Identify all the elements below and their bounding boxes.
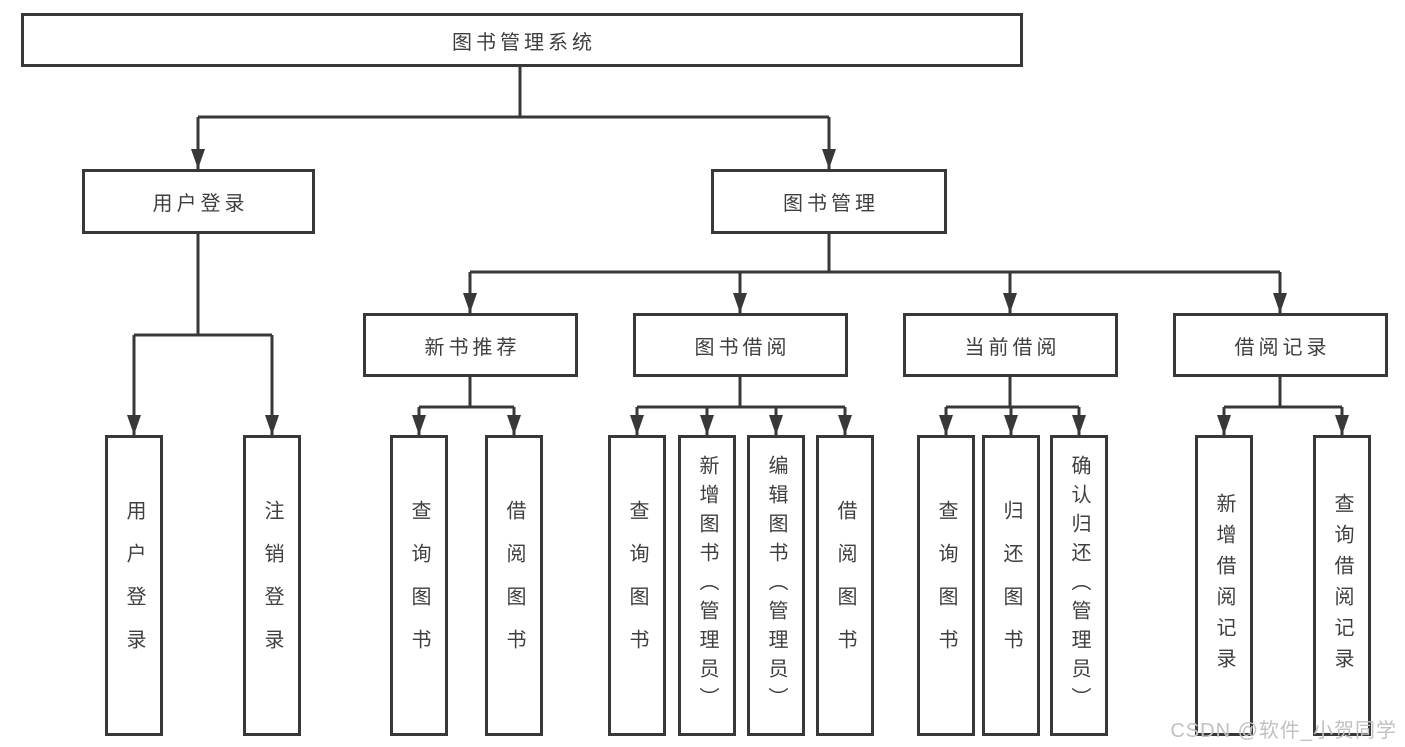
node-new-book-recommendation: 新书推荐 [363,313,578,377]
node-borrowing-records: 借阅记录 [1173,313,1388,377]
leaf-label-borrow-books-borrowing: 借阅图书 [834,499,856,672]
leaf-query-borrow-record: 查询借阅记录 [1313,435,1371,736]
leaf-borrow-books-newrec: 借阅图书 [485,435,543,736]
leaf-edit-books-admin: 编辑图书（管理员） [747,435,805,736]
stem-newbookrec-to-leaves [419,377,514,409]
leaf-label-borrow-books-newrec: 借阅图书 [503,499,525,672]
node-label-new-book-recommendation: 新书推荐 [424,336,521,359]
node-label-root: 图书管理系统 [452,31,596,54]
leaf-logout: 注销登录 [243,435,301,736]
leaf-label-query-borrow-record: 查询借阅记录 [1331,492,1353,679]
leaf-label-edit-books-admin: 编辑图书（管理员） [765,455,787,716]
leaf-query-books-borrowing: 查询图书 [608,435,666,736]
node-label-borrowing-records: 借阅记录 [1234,336,1331,359]
stem-currentborrow-to-leaves [946,377,1079,409]
node-library-management-system: 图书管理系统 [21,13,1023,67]
node-book-borrowing: 图书借阅 [633,313,848,377]
stem-bookmgmt-to-level3 [470,234,1280,274]
node-user-login: 用户登录 [82,169,315,234]
leaf-label-query-books-borrowing: 查询图书 [626,499,648,672]
node-book-management: 图书管理 [711,169,947,234]
leaf-query-books-newrec: 查询图书 [390,435,448,736]
leaf-label-logout: 注销登录 [261,499,283,672]
leaf-label-return-books: 归还图书 [1000,499,1022,672]
leaf-label-confirm-return-admin: 确认归还（管理员） [1068,455,1090,716]
node-label-book-borrowing: 图书借阅 [694,336,791,359]
stem-userlogin-to-leaves [134,234,272,337]
leaf-add-borrow-record: 新增借阅记录 [1195,435,1253,736]
leaf-label-user-login: 用户登录 [123,499,145,672]
leaf-label-query-books-newrec: 查询图书 [408,499,430,672]
leaf-label-query-books-current: 查询图书 [935,499,957,672]
stem-borrowrecord-to-leaves [1224,377,1342,409]
leaf-confirm-return-admin: 确认归还（管理员） [1050,435,1108,736]
csdn-watermark: CSDN @软件_小贺同学 [1170,720,1397,742]
leaf-query-books-current: 查询图书 [917,435,975,736]
leaf-label-add-borrow-record: 新增借阅记录 [1213,492,1235,679]
node-label-user-login: 用户登录 [152,193,249,215]
leaf-add-books-admin: 新增图书（管理员） [678,435,736,736]
stem-bookborrow-to-leaves [637,377,845,409]
leaf-return-books: 归还图书 [982,435,1040,736]
node-label-current-borrowing: 当前借阅 [964,336,1061,359]
node-current-borrowing: 当前借阅 [903,313,1118,377]
stem-root-to-level2 [198,67,829,119]
leaf-label-add-books-admin: 新增图书（管理员） [696,455,718,716]
leaf-borrow-books-borrowing: 借阅图书 [816,435,874,736]
node-label-book-management: 图书管理 [783,193,879,215]
leaf-user-login: 用户登录 [105,435,163,736]
